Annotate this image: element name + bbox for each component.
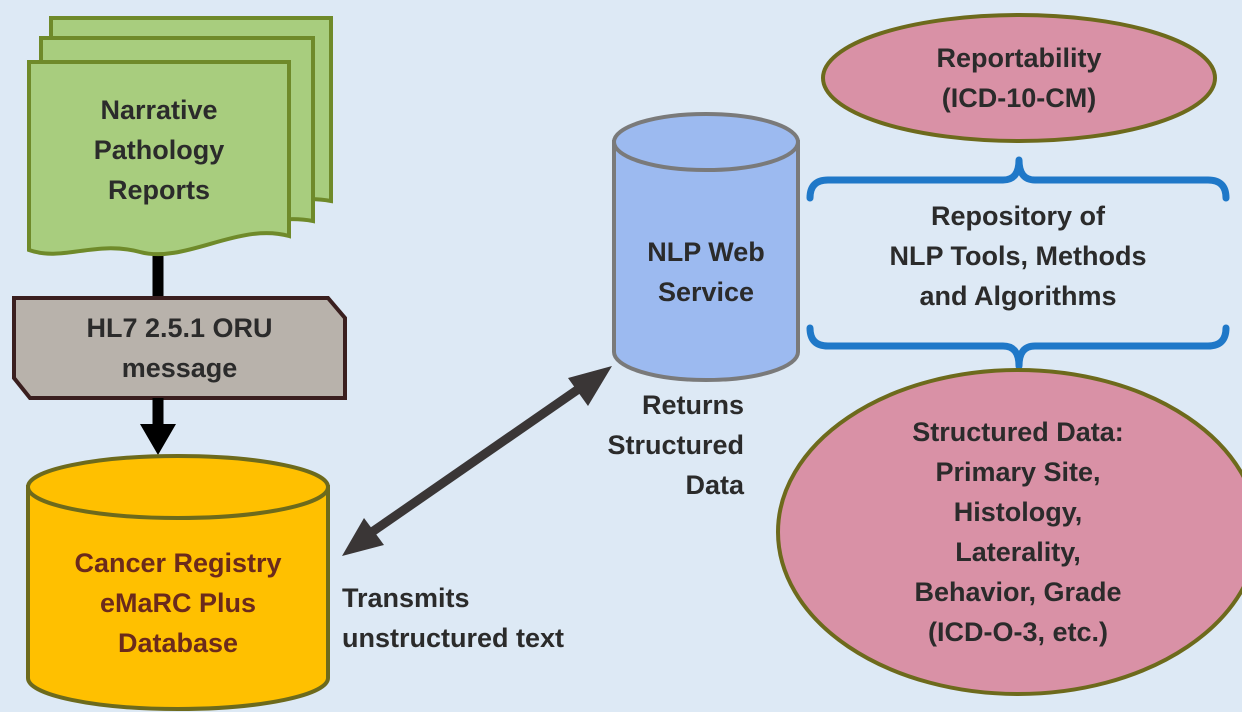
repository-line-2: NLP Tools, Methods [889, 241, 1147, 271]
structured-data-line-3: Histology, [953, 497, 1083, 527]
transmits-line-2: unstructured text [342, 623, 565, 653]
arrowhead-down [140, 424, 176, 455]
returns-line-3: Data [685, 470, 744, 500]
pathology-reports-line-2: Pathology [93, 135, 225, 165]
hl7-message-shape [12, 296, 347, 400]
reportability-line-2: (ICD-10-CM) [941, 83, 1097, 113]
reportability-line-1: Reportability [936, 43, 1102, 73]
cancer-registry-label: Cancer Registry eMaRC Plus Database [28, 543, 328, 663]
structured-data-line-2: Primary Site, [935, 457, 1101, 487]
repository-line-3: and Algorithms [919, 281, 1117, 311]
cancer-registry-line-2: eMaRC Plus [99, 588, 257, 618]
pathology-reports-line-1: Narrative [100, 95, 218, 125]
transmits-label: Transmits unstructured text [342, 578, 564, 658]
document-front [27, 60, 291, 257]
bidirectional-arrow [342, 366, 612, 556]
cancer-registry-line-3: Database [117, 628, 239, 658]
returns-label: Returns Structured Data [560, 385, 744, 505]
returns-line-1: Returns [641, 390, 744, 420]
structured-data-line-1: Structured Data: [912, 417, 1124, 447]
top-brace [806, 156, 1230, 202]
nlp-service-label: NLP Web Service [614, 232, 798, 312]
hl7-message-label: HL7 2.5.1 ORU message [14, 308, 345, 388]
nlp-service-line-1: NLP Web [647, 237, 765, 267]
structured-data-line-5: Behavior, Grade [914, 577, 1122, 607]
pathology-reports-label: Narrative Pathology Reports [29, 90, 289, 210]
cancer-registry-line-1: Cancer Registry [74, 548, 282, 578]
bottom-brace [806, 324, 1230, 370]
cancer-registry-cylinder [26, 454, 330, 711]
reportability-ellipse [821, 13, 1217, 143]
structured-data-label: Structured Data: Primary Site, Histology… [818, 412, 1218, 652]
repository-label: Repository of NLP Tools, Methods and Alg… [810, 196, 1226, 316]
hl7-message-line-1: HL7 2.5.1 ORU [86, 313, 273, 343]
hl7-message-line-2: message [121, 353, 238, 383]
nlp-service-line-2: Service [657, 277, 755, 307]
reportability-label: Reportability (ICD-10-CM) [823, 38, 1215, 118]
pathology-reports-line-3: Reports [107, 175, 210, 205]
pathology-reports-stack [27, 16, 333, 257]
structured-data-line-4: Laterality, [955, 537, 1081, 567]
structured-data-line-6: (ICD-O-3, etc.) [927, 617, 1108, 647]
transmits-line-1: Transmits [342, 583, 470, 613]
repository-line-1: Repository of [930, 201, 1105, 231]
returns-line-2: Structured [607, 430, 744, 460]
structured-data-ellipse [776, 368, 1242, 696]
nlp-service-cylinder [612, 112, 800, 382]
